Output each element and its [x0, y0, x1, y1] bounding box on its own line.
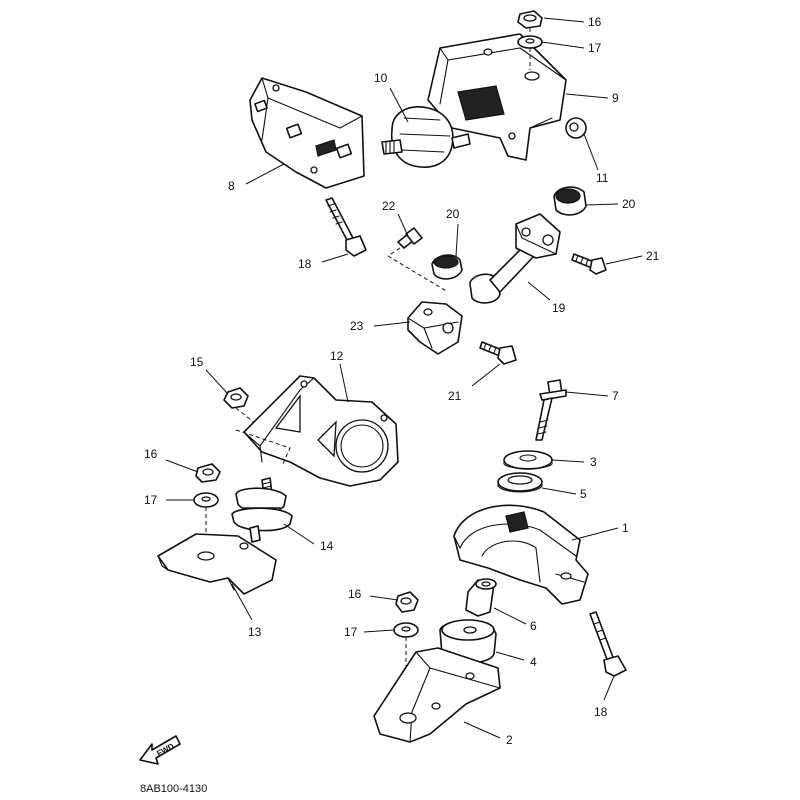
callout-13: 13	[248, 625, 262, 639]
callout-19: 19	[552, 301, 566, 315]
callout-1: 1	[622, 521, 629, 535]
part-16-nut-left	[195, 463, 221, 483]
part-21-bolt-upper	[571, 253, 607, 275]
part-7-bolt	[535, 379, 567, 441]
callout-16-left: 16	[144, 447, 158, 461]
callout-23: 23	[350, 319, 364, 333]
part-13-plate	[157, 533, 277, 595]
part-22-bolt	[397, 227, 423, 249]
part-2-bracket	[373, 647, 501, 743]
leader-lines	[165, 17, 643, 739]
part-20-bushing-left	[431, 254, 463, 280]
callout-15: 15	[190, 355, 204, 369]
callout-3: 3	[590, 455, 597, 469]
callout-18-lower: 18	[594, 705, 608, 719]
callout-20-left: 20	[446, 207, 460, 221]
callout-18-upper: 18	[298, 257, 312, 271]
part-10-rubber-mount	[381, 106, 471, 168]
part-15-nut	[223, 387, 249, 409]
part-12-bracket	[243, 375, 399, 487]
callout-17-left: 17	[144, 493, 158, 507]
callout-21-lower: 21	[448, 389, 462, 403]
part-16-nut-lower	[395, 591, 419, 613]
callout-17-lower: 17	[344, 625, 358, 639]
callout-11: 11	[596, 171, 609, 185]
part-19-torque-rod	[469, 213, 561, 304]
callout-14: 14	[320, 539, 334, 553]
callout-5: 5	[580, 487, 587, 501]
callout-2: 2	[506, 733, 513, 747]
part-21-bolt-lower	[479, 341, 517, 365]
part-16-nut-top	[517, 10, 543, 29]
callout-20-right: 20	[622, 197, 636, 211]
callout-7: 7	[612, 389, 619, 403]
part-17-washer-lower	[393, 622, 419, 638]
callout-21-upper: 21	[646, 249, 660, 263]
part-14-damper	[231, 477, 293, 543]
part-17-washer-left	[193, 492, 219, 508]
part-23-bracket	[407, 301, 463, 355]
part-17-washer-top	[517, 35, 543, 49]
callout-6: 6	[530, 619, 537, 633]
part-1-bracket	[453, 504, 589, 605]
callout-16-top: 16	[588, 15, 602, 29]
part-8-bracket	[249, 77, 365, 189]
callout-12: 12	[330, 349, 344, 363]
part-20-bushing-right	[553, 186, 587, 216]
part-18-bolt-upper	[325, 197, 367, 257]
part-9-bracket	[427, 33, 567, 161]
callout-8: 8	[228, 179, 235, 193]
callout-17-top: 17	[588, 41, 602, 55]
callout-22: 22	[382, 199, 396, 213]
callout-10: 10	[374, 71, 388, 85]
part-6-collar	[465, 578, 497, 617]
part-18-bolt-lower	[589, 611, 627, 677]
drawing-code: 8AB100-4130	[140, 783, 207, 795]
part-5-ring	[497, 472, 543, 493]
part-11-collar	[565, 117, 587, 139]
callout-16-lower: 16	[348, 587, 362, 601]
callout-9: 9	[612, 91, 619, 105]
callout-labels: 16 17 9 10 11 8 20 22 20 21 18 19 23 21 …	[144, 15, 660, 747]
fwd-arrow-icon: FWD	[139, 735, 181, 765]
part-3-washer	[503, 450, 553, 470]
callout-4: 4	[530, 655, 537, 669]
